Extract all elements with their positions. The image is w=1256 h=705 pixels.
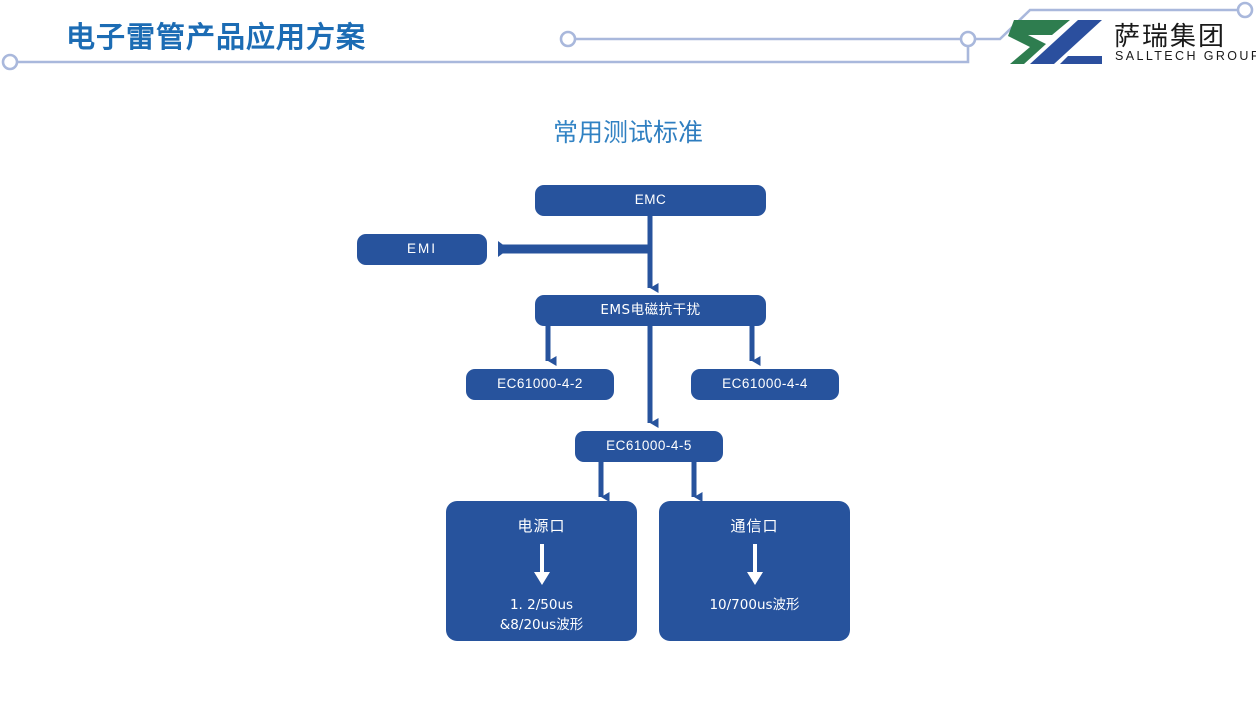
node-emi-label: EMI (406, 241, 437, 257)
port-box-power[interactable]: 电源口 1. 2/50us &8/20us波形 (446, 501, 637, 641)
trace-node-mid (559, 30, 577, 48)
trace-node-step (959, 30, 977, 48)
node-iec61000-4-5-label: EC61000-4-5 (606, 438, 692, 454)
node-iec61000-4-2[interactable]: EC61000-4-2 (466, 369, 614, 400)
port-comm-wave-line-1: 10/700us波形 (709, 597, 800, 613)
salltech-logo-mark (1008, 20, 1102, 64)
brand-logo: 萨瑞集团 SALLTECH GROUP (1008, 16, 1256, 72)
page-title: 电子雷管产品应用方案 (66, 20, 367, 54)
port-box-comm[interactable]: 通信口 10/700us波形 (659, 501, 850, 641)
node-iec61000-4-4-label: EC61000-4-4 (722, 376, 808, 392)
port-power-title: 电源口 (517, 517, 566, 535)
node-emc-label: EMC (634, 192, 667, 208)
brand-name-en: SALLTECH GROUP (1115, 49, 1256, 63)
port-power-inner-arrow (533, 544, 550, 585)
node-iec61000-4-4[interactable]: EC61000-4-4 (691, 369, 839, 400)
port-comm-inner-arrow (746, 544, 763, 585)
node-ems[interactable]: EMS电磁抗干扰 (535, 295, 766, 326)
node-iec61000-4-5[interactable]: EC61000-4-5 (575, 431, 723, 462)
trace-node-left (1, 53, 19, 71)
header-band: 电子雷管产品应用方案 萨瑞集团 SALLTECH GROUP (0, 0, 1256, 90)
node-emc[interactable]: EMC (535, 185, 766, 216)
header-circuit-trace (1, 1, 1254, 71)
brand-name-cn: 萨瑞集团 (1114, 22, 1227, 52)
slide-title: 常用测试标准 (0, 113, 1256, 149)
node-ems-label: EMS电磁抗干扰 (600, 302, 701, 319)
node-emi[interactable]: EMI (357, 234, 487, 265)
node-iec61000-4-2-label: EC61000-4-2 (497, 376, 583, 392)
trace-node-right (1236, 1, 1254, 19)
port-power-wave-line-1: 1. 2/50us (509, 597, 574, 613)
port-power-wave-line-2: &8/20us波形 (499, 616, 584, 633)
port-comm-title: 通信口 (730, 517, 779, 535)
